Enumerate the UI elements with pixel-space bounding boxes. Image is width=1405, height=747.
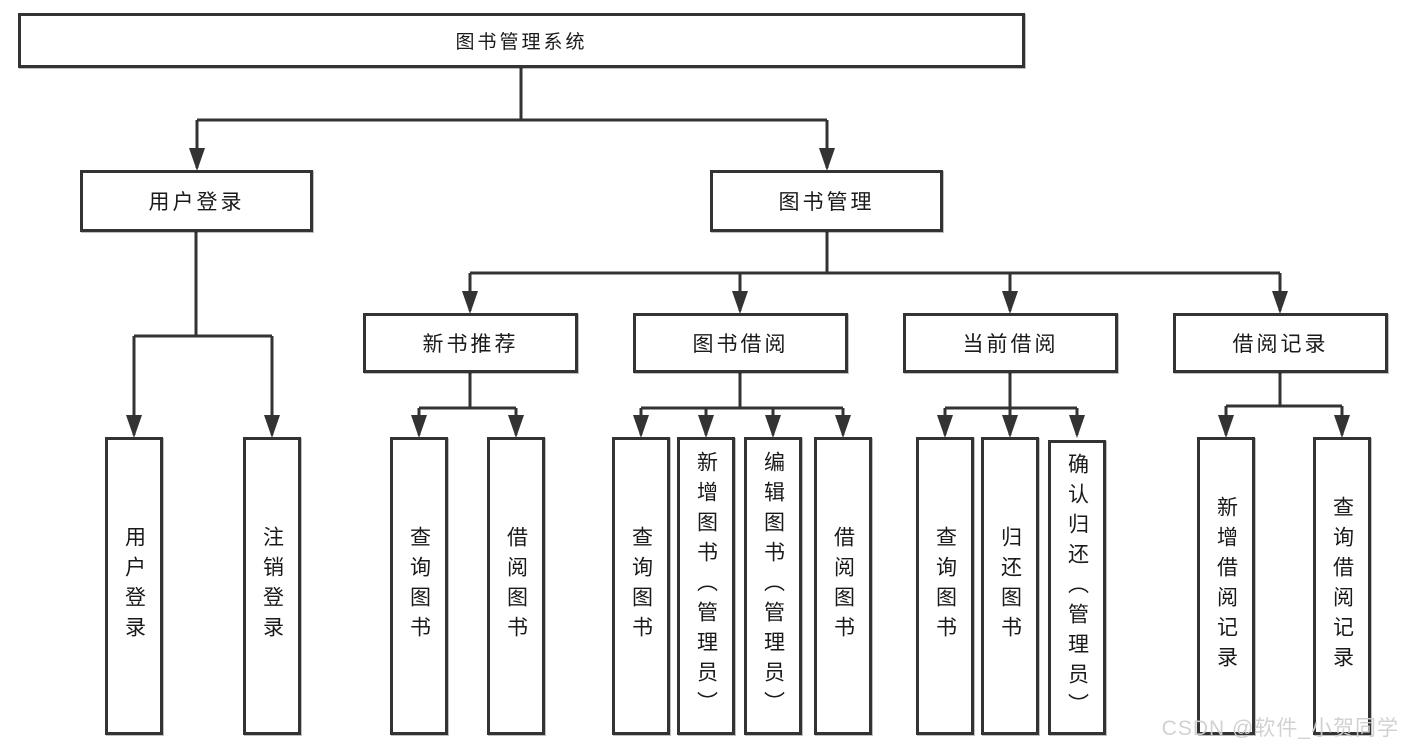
leaf-user-login: 用户登录 [105,437,163,735]
node-book-borrow: 图书借阅 [633,313,848,373]
node-borrow-record: 借阅记录 [1173,313,1388,373]
arrowheads [126,148,1350,438]
leaf-edit-book-admin: 编辑图书（管理员） [744,437,802,735]
leaf-query-borrow-record: 查询借阅记录 [1313,437,1371,735]
node-new-book-recommend: 新书推荐 [363,313,578,373]
leaf-add-borrow-record: 新增借阅记录 [1197,437,1255,735]
leaf-query-book-recommend-label: 查询图书 [407,526,431,646]
leaf-return-book: 归还图书 [981,437,1039,735]
node-user-login-label: 用户登录 [148,191,245,214]
leaf-query-book-borrow-label: 查询图书 [629,526,653,646]
leaf-edit-book-admin-label: 编辑图书（管理员） [761,451,785,721]
leaf-query-book-current: 查询图书 [916,437,974,735]
csdn-watermark: CSDN @软件_小贺同学 [1161,717,1399,740]
leaf-query-borrow-record-label: 查询借阅记录 [1330,496,1354,676]
leaf-confirm-return-admin: 确认归还（管理员） [1048,440,1106,735]
node-user-login: 用户登录 [80,170,313,232]
node-current-borrow-label: 当前借阅 [962,333,1059,356]
node-book-management-label: 图书管理 [778,191,875,214]
leaf-add-book-admin-label: 新增图书（管理员） [694,451,718,721]
node-root-label: 图书管理系统 [455,32,588,53]
leaf-query-book-recommend: 查询图书 [390,437,448,735]
leaf-add-borrow-record-label: 新增借阅记录 [1214,496,1238,676]
node-current-borrow: 当前借阅 [903,313,1118,373]
leaf-query-book-borrow: 查询图书 [612,437,670,735]
leaf-logout-login-label: 注销登录 [260,526,284,646]
leaf-query-book-current-label: 查询图书 [933,526,957,646]
node-new-book-recommend-label: 新书推荐 [422,333,519,356]
node-borrow-record-label: 借阅记录 [1232,333,1329,356]
leaf-return-book-label: 归还图书 [998,526,1022,646]
leaf-user-login-label: 用户登录 [122,526,146,646]
leaf-confirm-return-admin-label: 确认归还（管理员） [1065,452,1089,723]
connector-paths [132,68,1344,435]
leaf-borrow-book: 借阅图书 [814,437,872,735]
leaf-borrow-book-label: 借阅图书 [831,526,855,646]
leaf-logout-login: 注销登录 [243,437,301,735]
node-book-management: 图书管理 [710,170,943,232]
node-root: 图书管理系统 [18,13,1025,68]
leaf-add-book-admin: 新增图书（管理员） [677,437,735,735]
leaf-borrow-book-recommend: 借阅图书 [487,437,545,735]
leaf-borrow-book-recommend-label: 借阅图书 [504,526,528,646]
node-book-borrow-label: 图书借阅 [692,333,789,356]
